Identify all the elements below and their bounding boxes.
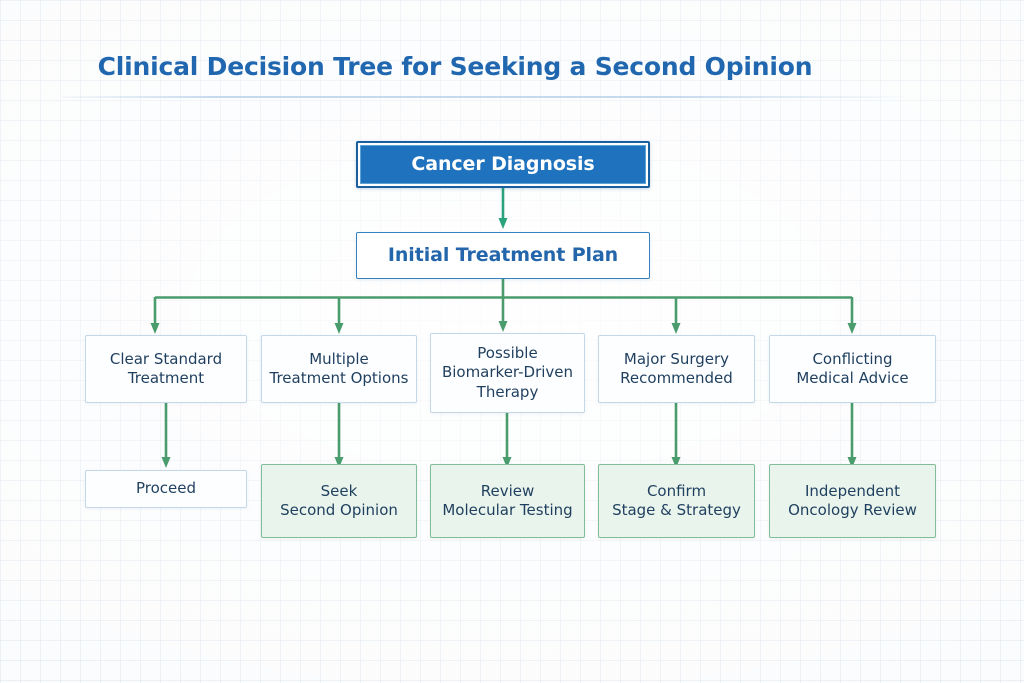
node-label-line-1: Review — [480, 481, 535, 500]
node-label-line-2: Second Opinion — [280, 501, 398, 519]
node-label-line-1: Independent — [804, 481, 901, 500]
node-label-line-1: Confirm — [646, 481, 707, 500]
node-independent-oncology-review[interactable]: Independent Oncology Review — [769, 464, 936, 538]
node-cancer-diagnosis[interactable]: Cancer Diagnosis — [356, 141, 650, 188]
node-possible-biomarker-driven-therapy[interactable]: Possible Biomarker-Driven Therapy — [430, 333, 585, 413]
node-label-line-2: Medical Advice — [796, 369, 909, 387]
node-multiple-treatment-options[interactable]: Multiple Treatment Options — [261, 335, 417, 403]
node-label-line-2: Biomarker-Driven — [441, 363, 574, 382]
page-title: Clinical Decision Tree for Seeking a Sec… — [97, 52, 813, 81]
node-label-line-1: Conflicting — [812, 349, 893, 368]
node-label-line-1: Cancer Diagnosis — [411, 153, 595, 176]
node-clear-standard-treatment[interactable]: Clear Standard Treatment — [85, 335, 247, 403]
node-label-line-2: Stage & Strategy — [612, 501, 741, 519]
node-label-line-2: Molecular Testing — [442, 501, 573, 519]
node-confirm-stage-and-strategy[interactable]: Confirm Stage & Strategy — [598, 464, 755, 538]
node-label-line-1: Proceed — [135, 479, 197, 498]
node-label-line-3: Therapy — [476, 382, 539, 401]
node-label-line-2: Oncology Review — [788, 501, 917, 519]
node-conflicting-medical-advice[interactable]: Conflicting Medical Advice — [769, 335, 936, 403]
node-label-line-1: Initial Treatment Plan — [387, 244, 619, 267]
node-label-line-1: Possible — [477, 344, 538, 363]
node-major-surgery-recommended[interactable]: Major Surgery Recommended — [598, 335, 755, 403]
node-label-line-1: Major Surgery — [623, 349, 730, 368]
node-label-line-2: Treatment Options — [269, 369, 409, 387]
node-seek-second-opinion[interactable]: Seek Second Opinion — [261, 464, 417, 538]
node-label-line-1: Seek — [320, 481, 358, 500]
node-label-line-2: Treatment — [127, 369, 205, 387]
node-review-molecular-testing[interactable]: Review Molecular Testing — [430, 464, 585, 538]
node-proceed[interactable]: Proceed — [85, 470, 247, 508]
node-initial-treatment-plan[interactable]: Initial Treatment Plan — [356, 232, 650, 279]
node-label-line-1: Multiple — [309, 349, 369, 368]
node-label-line-2: Recommended — [620, 369, 733, 387]
title-divider — [62, 96, 907, 98]
node-label-line-1: Clear Standard — [109, 349, 223, 368]
